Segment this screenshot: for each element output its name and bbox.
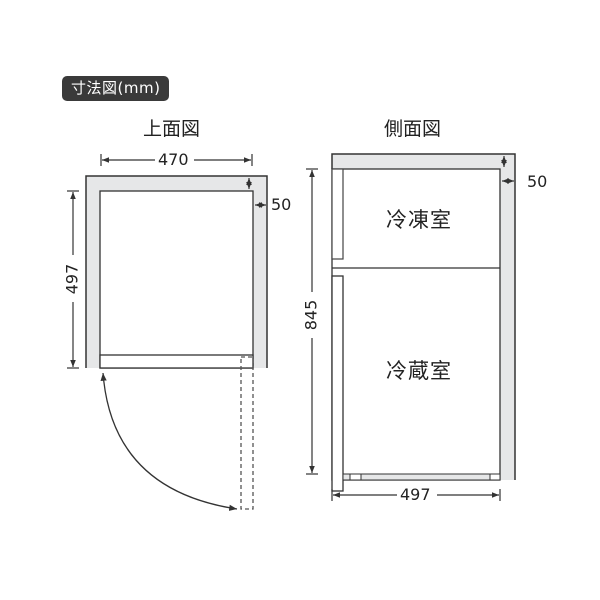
top-view-title: 上面図 (143, 118, 201, 140)
freezer-label: 冷凍室 (386, 208, 452, 232)
top-clearance-dimension: 50 (271, 195, 292, 214)
top-view-diagram (67, 154, 268, 511)
fridge-label: 冷蔵室 (386, 359, 452, 383)
side-height-dimension: 845 (301, 296, 321, 334)
side-depth-dimension: 497 (397, 486, 434, 504)
side-clearance-dimension: 50 (527, 172, 548, 191)
side-view-title: 側面図 (384, 118, 442, 140)
top-depth-dimension: 497 (62, 260, 82, 298)
side-view-diagram (306, 153, 516, 501)
top-width-dimension: 470 (155, 151, 192, 169)
dimensions-badge: 寸法図(mm) (62, 76, 170, 101)
